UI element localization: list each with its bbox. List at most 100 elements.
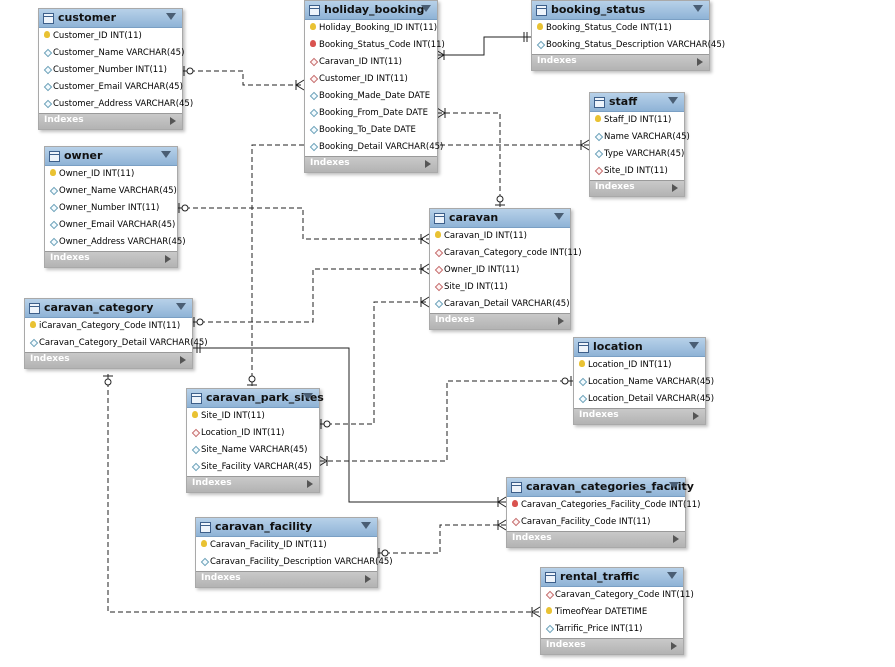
indexes-section[interactable]: Indexes <box>430 313 570 329</box>
expand-arrow-icon[interactable] <box>425 160 431 168</box>
collapse-arrow-icon[interactable] <box>554 213 564 220</box>
collapse-arrow-icon[interactable] <box>176 303 186 310</box>
column-row[interactable]: Customer_Name VARCHAR(45) <box>39 45 184 62</box>
column-row[interactable]: Caravan_Categories_Facility_Code INT(11) <box>507 497 700 514</box>
indexes-section[interactable]: Indexes <box>532 54 709 70</box>
collapse-arrow-icon[interactable] <box>689 342 699 349</box>
column-row[interactable]: Owner_Number INT(11) <box>45 200 177 217</box>
column-row[interactable]: Owner_Name VARCHAR(45) <box>45 183 177 200</box>
column-row[interactable]: Owner_ID INT(11) <box>430 262 570 279</box>
column-row[interactable]: iCaravan_Category_Code INT(11) <box>25 318 192 335</box>
indexes-section[interactable]: Indexes <box>507 531 685 547</box>
expand-arrow-icon[interactable] <box>672 184 678 192</box>
column-row[interactable]: Location_Detail VARCHAR(45) <box>574 391 714 408</box>
collapse-arrow-icon[interactable] <box>669 482 679 489</box>
expand-arrow-icon[interactable] <box>671 642 677 650</box>
column-row[interactable]: Location_ID INT(11) <box>187 425 319 442</box>
column-row[interactable]: Caravan_Facility_Code INT(11) <box>507 514 685 531</box>
table-header[interactable]: customer <box>39 9 182 28</box>
column-row[interactable]: Caravan_ID INT(11) <box>430 228 570 245</box>
column-row[interactable]: Type VARCHAR(45) <box>590 146 684 163</box>
indexes-section[interactable]: Indexes <box>590 180 684 196</box>
collapse-arrow-icon[interactable] <box>361 522 371 529</box>
table-header[interactable]: booking_status <box>532 1 709 20</box>
expand-arrow-icon[interactable] <box>673 535 679 543</box>
column-row[interactable]: TimeofYear DATETIME <box>541 604 683 621</box>
column-row[interactable]: Holiday_Booking_ID INT(11) <box>305 20 437 37</box>
expand-arrow-icon[interactable] <box>558 317 564 325</box>
column-row[interactable]: Caravan_Facility_ID INT(11) <box>196 537 377 554</box>
column-row[interactable]: Location_Name VARCHAR(45) <box>574 374 714 391</box>
table-header[interactable]: location <box>574 338 705 357</box>
column-row[interactable]: Customer_ID INT(11) <box>305 71 437 88</box>
indexes-section[interactable]: Indexes <box>45 251 177 267</box>
expand-arrow-icon[interactable] <box>307 480 313 488</box>
column-row[interactable]: Caravan_Category_code INT(11) <box>430 245 582 262</box>
collapse-arrow-icon[interactable] <box>421 5 431 12</box>
expand-arrow-icon[interactable] <box>697 58 703 66</box>
collapse-arrow-icon[interactable] <box>668 97 678 104</box>
table-header[interactable]: rental_traffic <box>541 568 683 587</box>
collapse-arrow-icon[interactable] <box>667 572 677 579</box>
indexes-section[interactable]: Indexes <box>541 638 683 654</box>
table-header[interactable]: caravan_categories_facility <box>507 478 694 497</box>
column-row[interactable]: Owner_Email VARCHAR(45) <box>45 217 177 234</box>
table-header[interactable]: caravan_category <box>25 299 192 318</box>
column-row[interactable]: Owner_Address VARCHAR(45) <box>45 234 186 251</box>
indexes-section[interactable]: Indexes <box>25 352 192 368</box>
table-header[interactable]: owner <box>45 147 177 166</box>
indexes-section[interactable]: Indexes <box>574 408 705 424</box>
table-header[interactable]: caravan_park_sites <box>187 389 324 408</box>
column-row[interactable]: Caravan_ID INT(11) <box>305 54 437 71</box>
column-row[interactable]: Booking_Status_Description VARCHAR(45) <box>532 37 725 54</box>
column-row[interactable]: Customer_Email VARCHAR(45) <box>39 79 183 96</box>
collapse-arrow-icon[interactable] <box>166 13 176 20</box>
column-row[interactable]: Caravan_Facility_Description VARCHAR(45) <box>196 554 393 571</box>
column-row[interactable]: Booking_Status_Code INT(11) <box>305 37 445 54</box>
column-row[interactable]: Customer_Address VARCHAR(45) <box>39 96 193 113</box>
column-row[interactable]: Location_ID INT(11) <box>574 357 705 374</box>
expand-arrow-icon[interactable] <box>693 412 699 420</box>
column-row[interactable]: Booking_Made_Date DATE <box>305 88 437 105</box>
column-row[interactable]: Site_Facility VARCHAR(45) <box>187 459 319 476</box>
column-row[interactable]: Booking_From_Date DATE <box>305 105 437 122</box>
column-row[interactable]: Site_Name VARCHAR(45) <box>187 442 319 459</box>
column-row[interactable]: Booking_Status_Code INT(11) <box>532 20 709 37</box>
expand-arrow-icon[interactable] <box>165 255 171 263</box>
collapse-arrow-icon[interactable] <box>161 151 171 158</box>
table-header[interactable]: staff <box>590 93 684 112</box>
expand-arrow-icon[interactable] <box>170 117 176 125</box>
column-row[interactable]: Site_ID INT(11) <box>187 408 319 425</box>
column-row[interactable]: Booking_Detail VARCHAR(45) <box>305 139 443 156</box>
column-row[interactable]: Site_ID INT(11) <box>590 163 684 180</box>
indexes-section[interactable]: Indexes <box>196 571 377 587</box>
column-row[interactable]: Customer_ID INT(11) <box>39 28 182 45</box>
column-row[interactable]: Caravan_Category_Code INT(11) <box>541 587 694 604</box>
column-row[interactable]: Tarrific_Price INT(11) <box>541 621 683 638</box>
indexes-section[interactable]: Indexes <box>39 113 182 129</box>
column-row[interactable]: Owner_ID INT(11) <box>45 166 177 183</box>
column-row[interactable]: Customer_Number INT(11) <box>39 62 182 79</box>
table-header[interactable]: caravan <box>430 209 570 228</box>
table-header[interactable]: caravan_facility <box>196 518 377 537</box>
column-row[interactable]: Site_ID INT(11) <box>430 279 570 296</box>
collapse-arrow-icon[interactable] <box>693 5 703 12</box>
column-row[interactable]: Name VARCHAR(45) <box>590 129 690 146</box>
collapse-arrow-icon[interactable] <box>303 393 313 400</box>
column-row[interactable]: Staff_ID INT(11) <box>590 112 684 129</box>
expand-arrow-icon[interactable] <box>180 356 186 364</box>
table-header[interactable]: holiday_booking <box>305 1 437 20</box>
indexes-section[interactable]: Indexes <box>305 156 437 172</box>
indexes-section[interactable]: Indexes <box>187 476 319 492</box>
